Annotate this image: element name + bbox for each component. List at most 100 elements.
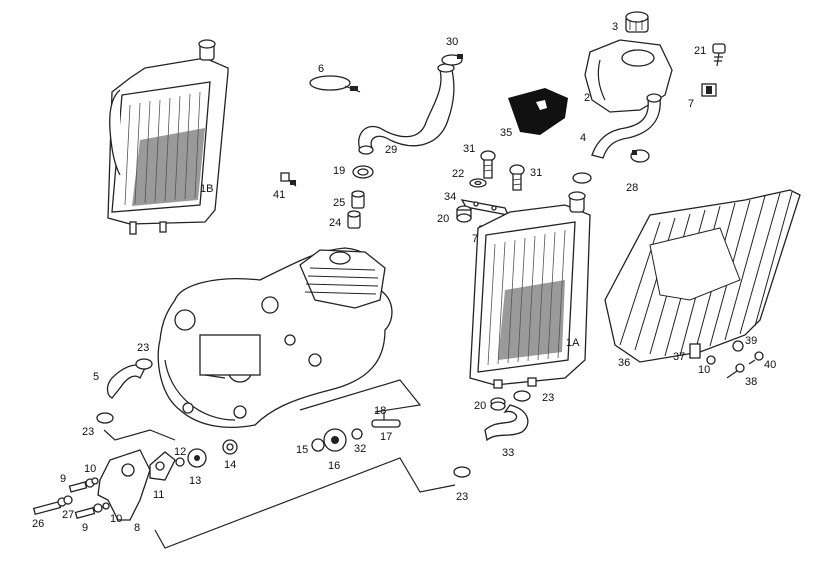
fitting-25 bbox=[351, 190, 365, 209]
bearing-14 bbox=[222, 439, 238, 455]
label-22: 22 bbox=[452, 168, 464, 180]
grommet-39 bbox=[732, 340, 744, 352]
shroud-35 bbox=[508, 88, 568, 135]
impeller-16 bbox=[323, 428, 347, 452]
label-10-c: 10 bbox=[110, 513, 122, 525]
hose-clamp-30 bbox=[441, 54, 463, 66]
hose-clamp-23-a bbox=[135, 358, 153, 370]
bolt-31-right bbox=[509, 164, 525, 191]
hose-clamp-28 bbox=[572, 149, 650, 184]
washer-27 bbox=[63, 495, 73, 505]
hose-clamp-6 bbox=[309, 75, 361, 93]
upper-hose-29 bbox=[358, 63, 455, 155]
bolt-38 bbox=[726, 363, 745, 379]
label-41: 41 bbox=[273, 189, 285, 201]
label-23-a: 23 bbox=[137, 342, 149, 354]
radiator-1b bbox=[107, 39, 229, 235]
label-1a: 1A bbox=[566, 337, 580, 349]
label-14: 14 bbox=[224, 459, 236, 471]
label-29: 29 bbox=[385, 144, 397, 156]
label-32: 32 bbox=[354, 443, 366, 455]
hose-clamp-23-d bbox=[453, 466, 471, 478]
label-17: 17 bbox=[380, 431, 392, 443]
screw-40 bbox=[748, 351, 764, 365]
nut-32 bbox=[351, 428, 363, 440]
temp-sensor-41 bbox=[280, 172, 297, 187]
label-4: 4 bbox=[580, 132, 586, 144]
label-7-mid: 7 bbox=[472, 233, 478, 245]
label-19: 19 bbox=[333, 165, 345, 177]
label-30: 30 bbox=[446, 36, 458, 48]
washer-10-lower bbox=[102, 502, 110, 510]
label-33: 33 bbox=[502, 447, 514, 459]
part-labels: 3 30 21 6 2 7 35 4 29 31 31 22 28 19 1B … bbox=[32, 21, 776, 534]
label-16: 16 bbox=[328, 460, 340, 472]
hose-clamp-23-b bbox=[96, 412, 114, 424]
label-25: 25 bbox=[333, 197, 345, 209]
label-23-d: 23 bbox=[456, 491, 468, 503]
seal-15 bbox=[311, 438, 325, 452]
label-13: 13 bbox=[189, 475, 201, 487]
hose-clamp-19 bbox=[352, 165, 374, 179]
label-20-bottom: 20 bbox=[474, 400, 486, 412]
washer-10-right bbox=[706, 355, 716, 365]
bolt-9-lower bbox=[74, 503, 103, 520]
label-34: 34 bbox=[444, 191, 456, 203]
label-11: 11 bbox=[153, 489, 164, 501]
label-28: 28 bbox=[626, 182, 638, 194]
tank-cap-3 bbox=[625, 11, 649, 33]
label-10-right: 10 bbox=[698, 364, 710, 376]
label-10-a: 10 bbox=[84, 463, 96, 475]
grommet-20-bottom bbox=[490, 397, 506, 411]
label-6: 6 bbox=[318, 63, 324, 75]
label-9-b: 9 bbox=[82, 522, 88, 534]
label-23-b: 23 bbox=[542, 392, 554, 404]
radiator-1a bbox=[469, 191, 591, 389]
label-2: 2 bbox=[584, 92, 590, 104]
washer-10-left bbox=[91, 477, 99, 485]
bolt-9-upper bbox=[68, 478, 95, 493]
label-40: 40 bbox=[764, 359, 776, 371]
clip-7-top bbox=[701, 83, 717, 97]
gasket-11 bbox=[149, 451, 176, 481]
label-37: 37 bbox=[673, 351, 685, 363]
label-18: 18 bbox=[374, 405, 386, 417]
label-31-left: 31 bbox=[463, 143, 475, 155]
label-36: 36 bbox=[618, 357, 630, 369]
gear-13 bbox=[187, 448, 207, 468]
pipe-17 bbox=[371, 419, 401, 428]
label-39: 39 bbox=[745, 335, 757, 347]
leader-lines bbox=[103, 379, 456, 549]
hose-5 bbox=[106, 364, 146, 399]
pump-cover-8 bbox=[97, 449, 151, 521]
clip-37 bbox=[689, 343, 701, 359]
grommet-20-top bbox=[456, 205, 472, 223]
lower-hose-33 bbox=[484, 404, 529, 442]
label-1b: 1B bbox=[200, 183, 213, 195]
label-12: 12 bbox=[174, 446, 186, 458]
washer-12 bbox=[175, 457, 185, 467]
label-15: 15 bbox=[296, 444, 308, 456]
screw-21 bbox=[712, 43, 726, 67]
label-8: 8 bbox=[134, 522, 140, 534]
label-35: 35 bbox=[500, 127, 512, 139]
label-20-top: 20 bbox=[437, 213, 449, 225]
label-38: 38 bbox=[745, 376, 757, 388]
label-26: 26 bbox=[32, 518, 44, 530]
label-27: 27 bbox=[62, 509, 74, 521]
label-23-c: 23 bbox=[82, 426, 94, 438]
hose-clamp-23-c bbox=[513, 390, 531, 402]
label-7-top: 7 bbox=[688, 98, 694, 110]
bolt-31-left bbox=[480, 150, 496, 179]
label-9-a: 9 bbox=[60, 473, 66, 485]
label-5: 5 bbox=[93, 371, 99, 383]
label-3: 3 bbox=[612, 21, 618, 33]
fitting-24 bbox=[347, 210, 361, 229]
label-31-right: 31 bbox=[530, 167, 542, 179]
tank-hose-4 bbox=[591, 93, 662, 159]
label-24: 24 bbox=[329, 217, 341, 229]
label-21: 21 bbox=[694, 45, 706, 57]
engine-assembly bbox=[157, 247, 393, 429]
